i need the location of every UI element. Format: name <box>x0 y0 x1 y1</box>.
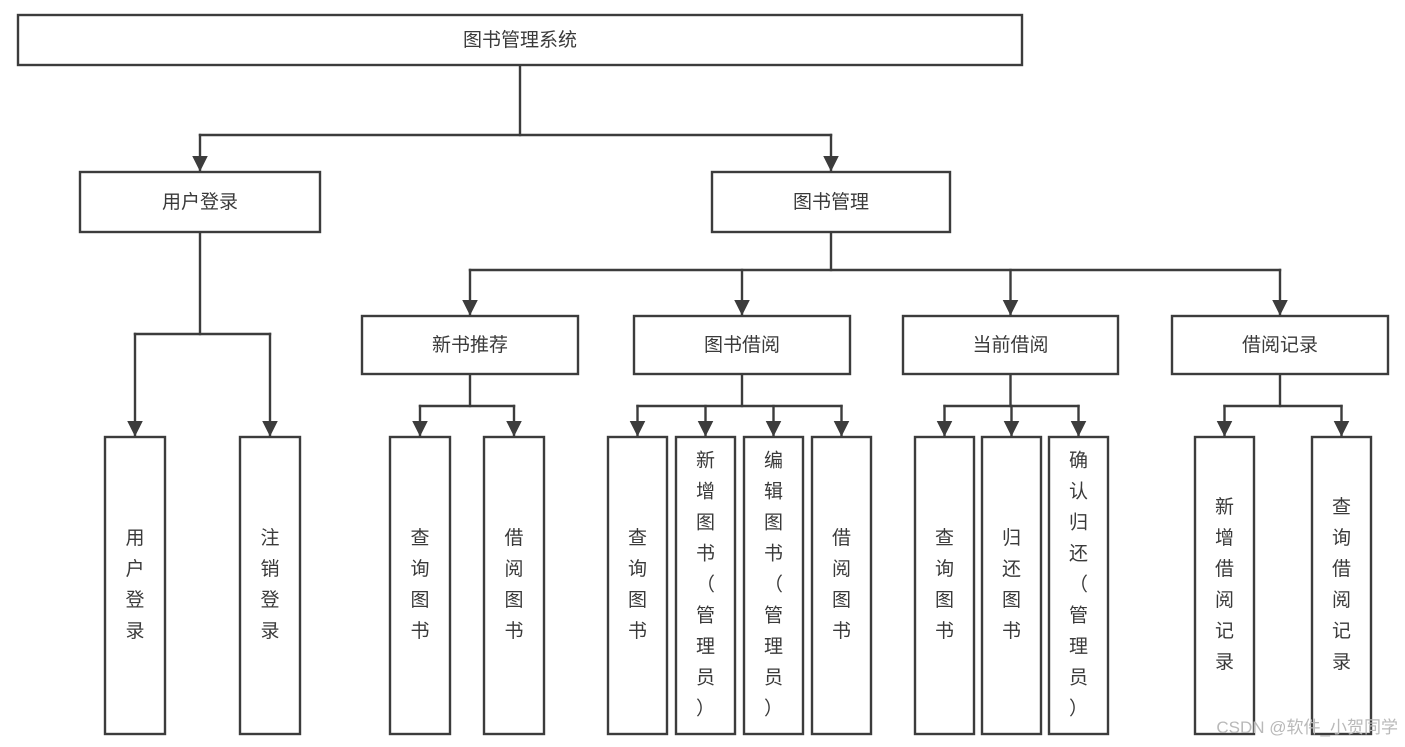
node-label-query-book-1: 查询图书 <box>410 527 429 642</box>
node-borrow-record[interactable]: 借阅记录 <box>1170 314 1390 376</box>
node-box-borrow-book-1[interactable] <box>482 435 546 736</box>
node-box-book-borrow[interactable] <box>632 314 852 376</box>
node-label-add-borrow-record: 新增借阅记录 <box>1215 496 1234 673</box>
node-return-book[interactable]: 归还图书 <box>980 435 1043 736</box>
node-label-new-book-recommend: 新书推荐 <box>432 334 508 356</box>
node-query-book-3[interactable]: 查询图书 <box>913 435 976 736</box>
node-label-return-book: 归还图书 <box>1002 527 1021 642</box>
node-label-current-borrow: 当前借阅 <box>972 334 1048 356</box>
node-label-add-book-admin: 新增图书（管理员） <box>696 450 715 720</box>
node-user-login-do[interactable]: 用户登录 <box>103 435 167 736</box>
node-new-book-recommend[interactable]: 新书推荐 <box>360 314 580 376</box>
node-book-borrow[interactable]: 图书借阅 <box>632 314 852 376</box>
node-label-book-borrow: 图书借阅 <box>704 334 780 356</box>
node-add-borrow-record[interactable]: 新增借阅记录 <box>1193 435 1256 736</box>
node-add-book-admin[interactable]: 新增图书（管理员） <box>674 435 737 736</box>
node-box-return-book[interactable] <box>980 435 1043 736</box>
node-label-borrow-book-2: 借阅图书 <box>832 527 851 642</box>
node-box-borrow-book-2[interactable] <box>810 435 873 736</box>
node-box-new-book-recommend[interactable] <box>360 314 580 376</box>
node-box-edit-book-admin[interactable] <box>742 435 805 736</box>
node-box-add-book-admin[interactable] <box>674 435 737 736</box>
node-box-user-login-do[interactable] <box>103 435 167 736</box>
node-label-edit-book-admin: 编辑图书（管理员） <box>764 450 783 720</box>
node-box-query-book-1[interactable] <box>388 435 452 736</box>
node-box-query-borrow-record[interactable] <box>1310 435 1373 736</box>
node-label-borrow-book-1: 借阅图书 <box>504 527 523 642</box>
node-label-user-login-do: 用户登录 <box>125 528 144 642</box>
node-query-borrow-record[interactable]: 查询借阅记录 <box>1310 435 1373 736</box>
node-user-logout[interactable]: 注销登录 <box>238 435 302 736</box>
node-label-query-borrow-record: 查询借阅记录 <box>1332 496 1351 673</box>
node-box-query-book-3[interactable] <box>913 435 976 736</box>
node-box-user-login[interactable] <box>78 170 322 234</box>
node-current-borrow[interactable]: 当前借阅 <box>901 314 1120 376</box>
node-box-borrow-record[interactable] <box>1170 314 1390 376</box>
node-box-confirm-return-admin[interactable] <box>1047 435 1110 736</box>
connector-layer <box>127 63 1350 437</box>
csdn-watermark: CSDN @软件_小贺同学 <box>1216 718 1398 737</box>
node-confirm-return-admin[interactable]: 确认归还（管理员） <box>1047 435 1110 736</box>
node-label-borrow-record: 借阅记录 <box>1242 334 1318 356</box>
node-label-confirm-return-admin: 确认归还（管理员） <box>1069 450 1088 720</box>
node-root[interactable]: 图书管理系统 <box>16 13 1024 67</box>
node-edit-book-admin[interactable]: 编辑图书（管理员） <box>742 435 805 736</box>
node-book-manage[interactable]: 图书管理 <box>710 170 952 234</box>
node-label-query-book-2: 查询图书 <box>628 527 647 642</box>
node-user-login[interactable]: 用户登录 <box>78 170 322 234</box>
node-borrow-book-2[interactable]: 借阅图书 <box>810 435 873 736</box>
node-box-current-borrow[interactable] <box>901 314 1120 376</box>
node-layer: 图书管理系统用户登录图书管理用户登录注销登录新书推荐查询图书借阅图书图书借阅查询… <box>16 13 1390 736</box>
node-label-user-logout: 注销登录 <box>260 527 279 642</box>
node-label-root: 图书管理系统 <box>463 29 577 51</box>
node-query-book-2[interactable]: 查询图书 <box>606 435 669 736</box>
node-query-book-1[interactable]: 查询图书 <box>388 435 452 736</box>
node-label-book-manage: 图书管理 <box>793 191 869 213</box>
node-borrow-book-1[interactable]: 借阅图书 <box>482 435 546 736</box>
node-box-query-book-2[interactable] <box>606 435 669 736</box>
node-box-user-logout[interactable] <box>238 435 302 736</box>
node-label-query-book-3: 查询图书 <box>935 527 954 642</box>
node-box-root[interactable] <box>16 13 1024 67</box>
node-label-user-login: 用户登录 <box>162 191 238 213</box>
node-box-add-borrow-record[interactable] <box>1193 435 1256 736</box>
node-box-book-manage[interactable] <box>710 170 952 234</box>
